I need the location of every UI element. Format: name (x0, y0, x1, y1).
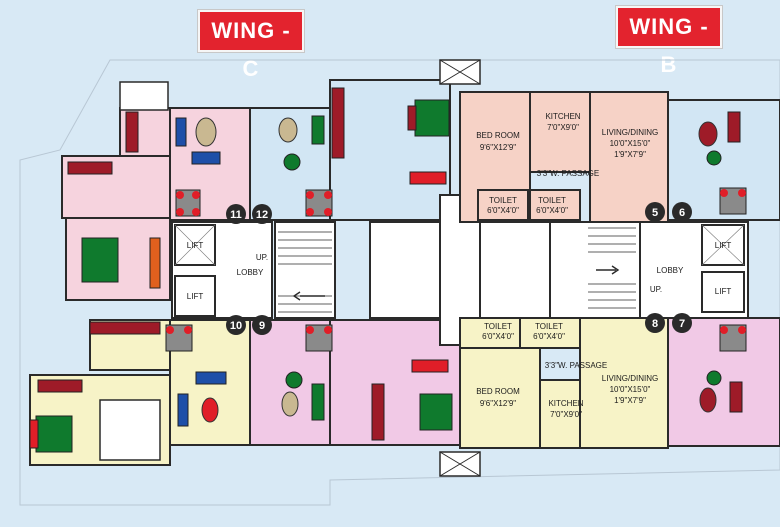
core-labels: LIFT LIFT LOBBY UP. LOBBY UP. LIFT LIFT (187, 241, 732, 301)
upper-living-label: LIVING/DINING (602, 128, 658, 137)
lower-room-labels: TOILET 6'0"X4'0" TOILET 6'0"X4'0" 3'3"W.… (476, 322, 658, 419)
flat-number-7: 7 (679, 318, 685, 330)
wing-b-label: WING - B (616, 6, 722, 77)
upper-toilet-2-label: TOILET (538, 196, 566, 205)
wing-b-lift-2-label: LIFT (715, 287, 732, 296)
flat-number-11: 11 (230, 209, 242, 221)
lower-bedroom-label: BED ROOM (476, 387, 520, 396)
lower-passage-label: 3'3"W. PASSAGE (545, 361, 607, 370)
wing-b-stair-treads (588, 227, 636, 309)
lower-kitchen-label: KITCHEN (548, 399, 583, 408)
wing-c-lift-2 (174, 275, 216, 317)
lower-living-label: LIVING/DINING (602, 374, 658, 383)
site-outline (19, 59, 780, 506)
flat-number-5: 5 (652, 207, 658, 219)
flat-number-markers: 11 12 10 9 5 6 8 7 (226, 202, 692, 335)
lower-toilet-2-label: TOILET (535, 322, 563, 331)
upper-room-labels: BED ROOM 9'6"X12'9" KITCHEN 7'0"X9'0" LI… (476, 112, 658, 215)
furniture (29, 59, 747, 477)
flat-number-12: 12 (256, 209, 268, 221)
lower-toilet-1-size: 6'0"X4'0" (482, 332, 514, 341)
wing-c-stair-treads (278, 231, 332, 313)
upper-bedroom-size: 9'6"X12'9" (480, 143, 516, 152)
upper-passage-label: 3'3"W. PASSAGE (537, 169, 599, 178)
upper-kitchen-label: KITCHEN (545, 112, 580, 121)
lower-bedroom-size: 9'6"X12'9" (480, 399, 516, 408)
wing-c-stairs (274, 221, 336, 319)
lower-toilet-2-size: 6'0"X4'0" (533, 332, 565, 341)
upper-kitchen-size: 7'0"X9'0" (547, 123, 579, 132)
upper-toilet-1-size: 6'0"X4'0" (487, 206, 519, 215)
lower-living-size-2: 1'9"X7'9" (614, 396, 646, 405)
upper-toilet-1-label: TOILET (489, 196, 517, 205)
flat-number-8: 8 (652, 318, 658, 330)
wing-c-label: WING - C (198, 10, 304, 81)
wing-b-up-label: UP. (650, 285, 662, 294)
flat-8-bedroom-area (459, 347, 541, 449)
upper-toilet-2-size: 6'0"X4'0" (536, 206, 568, 215)
wing-c-text: WING - C (211, 18, 291, 81)
flat-5-kitchen-area (529, 91, 591, 173)
wing-c-up-label: UP. (256, 253, 268, 262)
wing-b-stairs (549, 221, 641, 319)
flat-5-toilet-2 (529, 189, 581, 221)
flat-number-9: 9 (259, 320, 265, 332)
flat-5-toilet-1 (477, 189, 529, 221)
wing-b-lift-2 (701, 271, 745, 313)
wing-b-lobby-label: LOBBY (657, 266, 684, 275)
upper-living-size-2: 1'9"X7'9" (614, 150, 646, 159)
lower-toilet-1-label: TOILET (484, 322, 512, 331)
upper-living-size-1: 10'0"X15'0" (610, 139, 651, 148)
flat-number-6: 6 (679, 207, 685, 219)
flat-8-living-area (579, 317, 669, 449)
wing-b-text: WING - B (629, 14, 709, 77)
wing-c-lift-2-label: LIFT (187, 292, 204, 301)
wing-b-lift-1-label: LIFT (715, 241, 732, 250)
lower-living-size-1: 10'0"X15'0" (610, 385, 651, 394)
upper-bedroom-label: BED ROOM (476, 131, 520, 140)
wing-c-lobby-label: LOBBY (237, 268, 264, 277)
lower-kitchen-size: 7'0"X9'0" (550, 410, 582, 419)
wing-c-lift-1-label: LIFT (187, 241, 204, 250)
flat-number-10: 10 (230, 320, 242, 332)
